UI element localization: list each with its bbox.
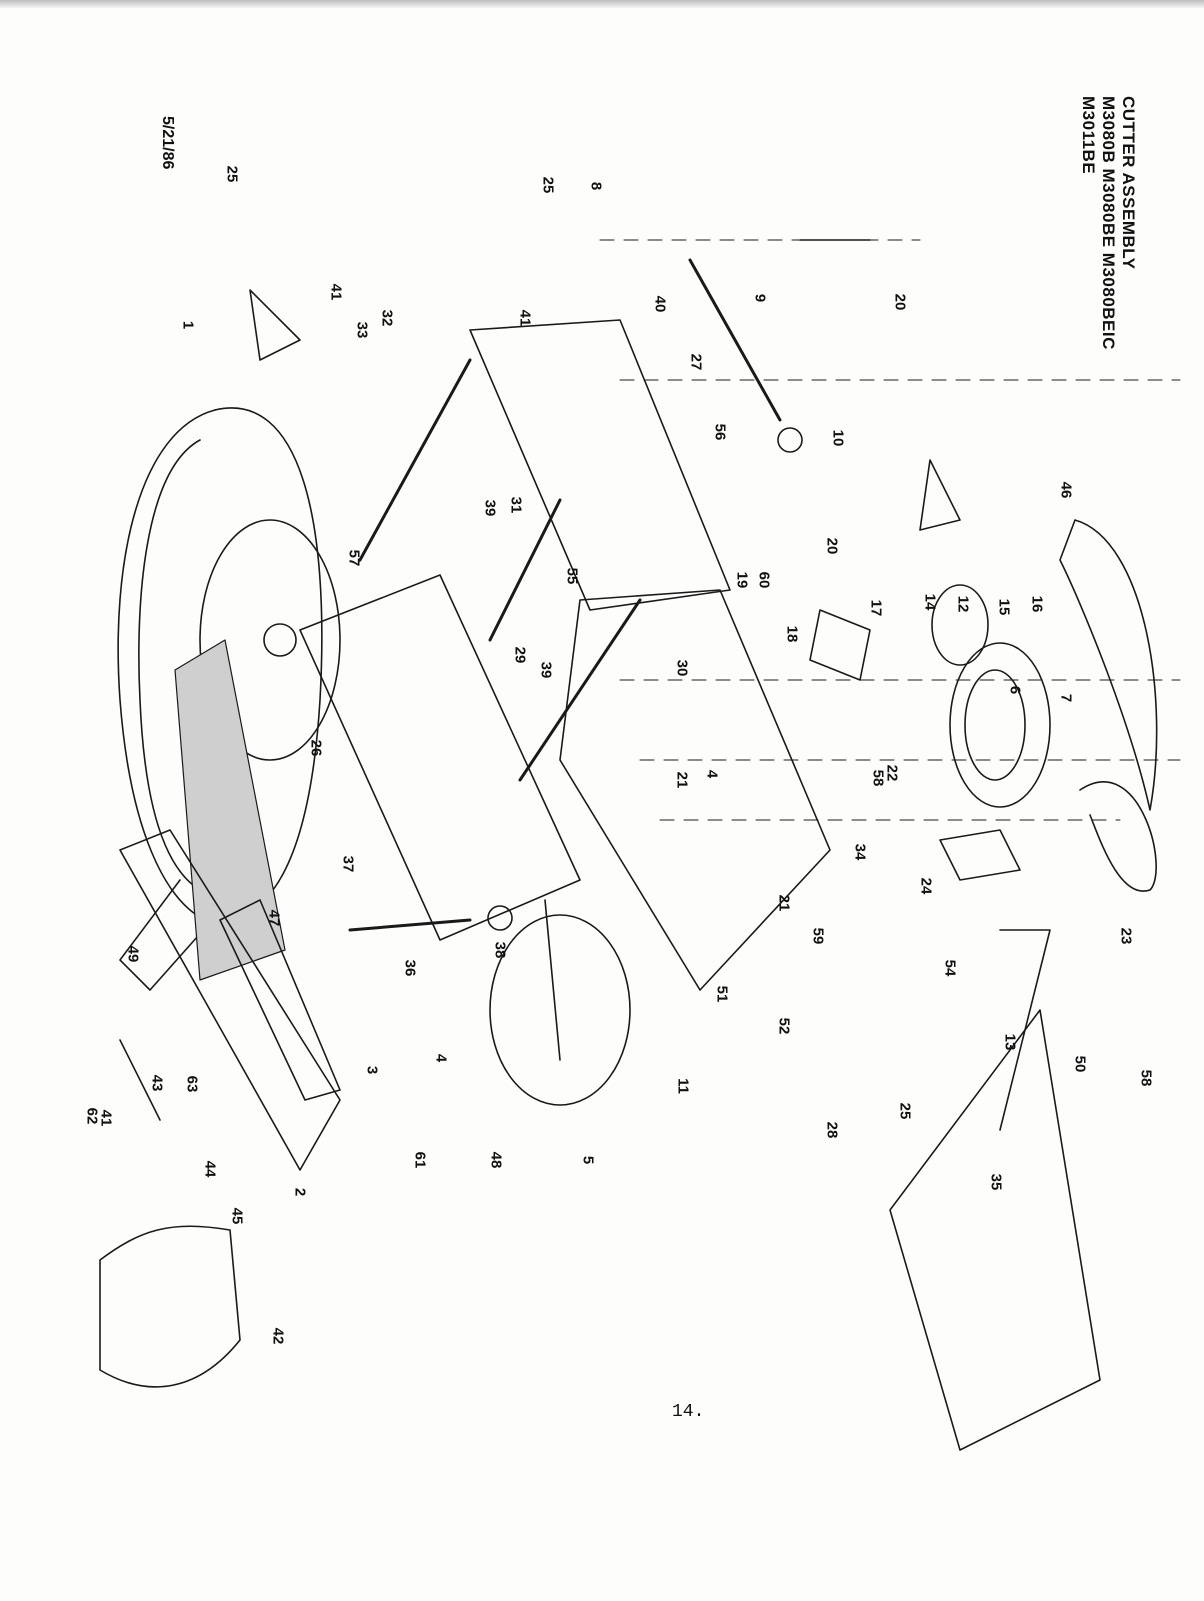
callout: 21 xyxy=(775,894,793,912)
callout: 25 xyxy=(896,1102,914,1120)
callout: 43 xyxy=(148,1074,166,1092)
callout: 59 xyxy=(809,927,827,945)
callout: 14 xyxy=(921,593,939,611)
callout: 40 xyxy=(651,295,669,313)
callout: 15 xyxy=(995,598,1013,616)
callout: 39 xyxy=(537,661,555,679)
callout: 46 xyxy=(1057,481,1075,499)
callout: 17 xyxy=(867,599,885,617)
callout: 10 xyxy=(829,429,847,447)
callout: 28 xyxy=(823,1121,841,1139)
callout: 27 xyxy=(687,353,705,371)
callout: 49 xyxy=(124,945,142,963)
callout: 13 xyxy=(1001,1033,1019,1051)
callout: 7 xyxy=(1057,693,1075,703)
callout: 45 xyxy=(228,1207,246,1225)
callout: 50 xyxy=(1071,1055,1089,1073)
callout: 35 xyxy=(987,1173,1005,1191)
callout: 6 xyxy=(1006,685,1024,695)
callout: 8 xyxy=(587,181,605,191)
callout: 37 xyxy=(339,855,357,873)
callout: 39 xyxy=(481,499,499,517)
callout: 2 xyxy=(291,1187,309,1197)
callout: 29 xyxy=(511,646,529,664)
callout: 3 xyxy=(363,1065,381,1075)
callout: 20 xyxy=(823,537,841,555)
callout: 12 xyxy=(954,595,972,613)
callout: 31 xyxy=(507,496,525,514)
callout: 62 xyxy=(83,1107,101,1125)
callout: 57 xyxy=(345,549,363,567)
callout: 44 xyxy=(201,1160,219,1178)
callout: 18 xyxy=(783,625,801,643)
callout: 26 xyxy=(307,739,325,757)
page-number: 14. xyxy=(672,1402,705,1422)
callout: 4 xyxy=(432,1053,450,1063)
callout: 51 xyxy=(713,985,731,1003)
callout: 25 xyxy=(223,165,241,183)
callout: 41 xyxy=(516,309,534,327)
callout: 11 xyxy=(674,1078,692,1094)
callout: 5 xyxy=(579,1155,597,1165)
callout: 61 xyxy=(411,1151,429,1169)
callout: 30 xyxy=(673,659,691,677)
callout: 48 xyxy=(487,1151,505,1169)
callout: 52 xyxy=(775,1017,793,1035)
callout: 47 xyxy=(265,909,283,927)
callout: 4 xyxy=(703,769,721,779)
callout: 38 xyxy=(491,941,509,959)
callout: 19 xyxy=(733,571,751,589)
callout: 55 xyxy=(563,567,581,585)
callout: 21 xyxy=(673,771,691,789)
callout: 24 xyxy=(917,877,935,895)
callout: 54 xyxy=(941,959,959,977)
callout: 33 xyxy=(353,321,371,339)
callout: 34 xyxy=(851,843,869,861)
callout: 20 xyxy=(891,293,909,311)
callout: 42 xyxy=(269,1327,287,1345)
callout: 36 xyxy=(401,959,419,977)
callout: 25 xyxy=(539,176,557,194)
callout: 60 xyxy=(755,571,773,589)
callout: 56 xyxy=(711,423,729,441)
callout: 41 xyxy=(327,283,345,301)
callout: 23 xyxy=(1117,927,1135,945)
callout: 63 xyxy=(183,1075,201,1093)
callout: 58 xyxy=(1137,1069,1155,1087)
callout: 1 xyxy=(179,320,197,330)
callout: 58 xyxy=(869,769,887,787)
callout: 9 xyxy=(751,293,769,303)
callout: 32 xyxy=(378,309,396,327)
scan-top-edge xyxy=(0,0,1204,8)
callout: 16 xyxy=(1028,595,1046,613)
